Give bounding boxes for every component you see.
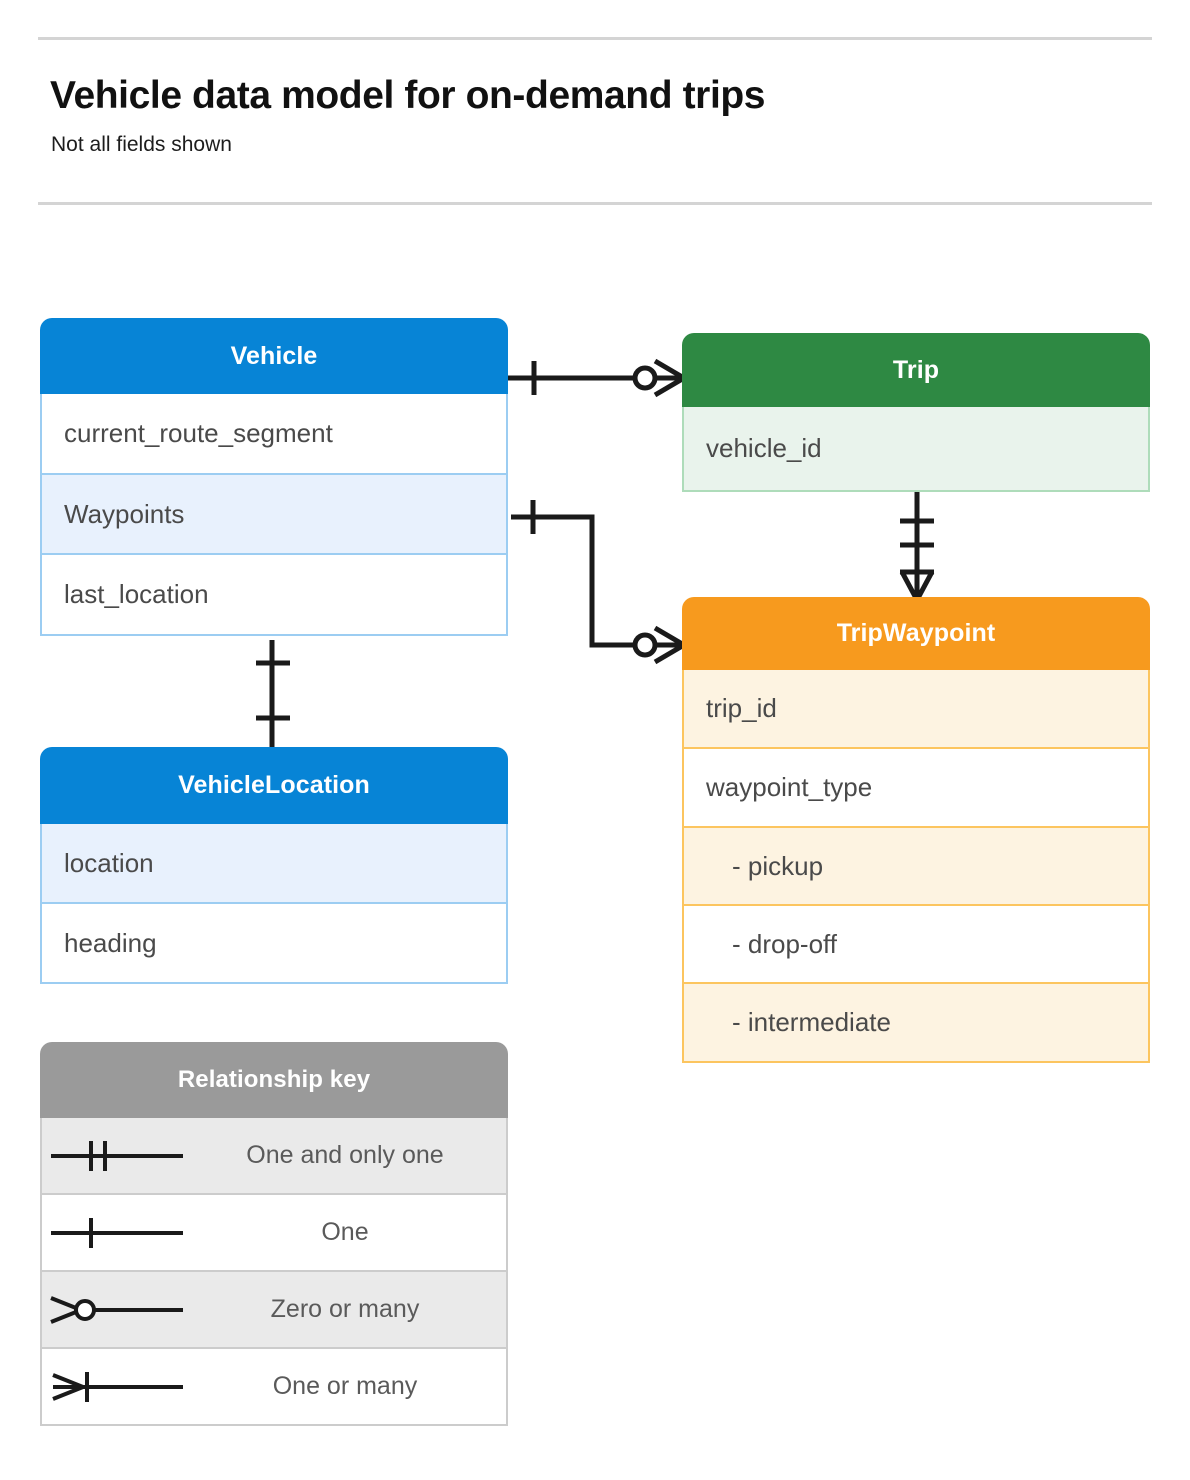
- vehicle-trip-crowfoot-upper: [653, 358, 686, 381]
- entity-tripwaypoint-title: TripWaypoint: [682, 597, 1150, 670]
- relationship-key-title: Relationship key: [40, 1042, 508, 1118]
- waypoints-crowfoot-upper: [653, 625, 686, 648]
- entity-tripwaypoint-value-drop-off[interactable]: - drop-off: [682, 906, 1150, 984]
- entity-tripwaypoint[interactable]: TripWaypoint trip_id waypoint_type - pic…: [682, 597, 1150, 1063]
- vehicle-trip-zero-circle: [632, 365, 658, 391]
- entity-vehiclelocation-field-heading[interactable]: heading: [40, 904, 508, 984]
- one-and-only-one-symbol: [42, 1136, 192, 1176]
- entity-vehiclelocation-title: VehicleLocation: [40, 747, 508, 824]
- legend-label-zero-or-many: Zero or many: [270, 1295, 420, 1323]
- entity-tripwaypoint-field-trip-id[interactable]: trip_id: [682, 670, 1150, 749]
- legend-label-one: One: [321, 1218, 369, 1246]
- entity-trip[interactable]: Trip vehicle_id: [682, 333, 1150, 492]
- entity-tripwaypoint-value-intermediate[interactable]: - intermediate: [682, 984, 1150, 1063]
- entity-trip-field-vehicle-id[interactable]: vehicle_id: [682, 407, 1150, 492]
- page-subtitle: Not all fields shown: [51, 133, 232, 156]
- legend-row-one-or-many: One or many: [40, 1349, 508, 1426]
- relationship-key-legend: Relationship key One and only one On: [40, 1042, 508, 1426]
- entity-vehicle-field-current-route-segment[interactable]: current_route_segment: [40, 394, 508, 475]
- entity-tripwaypoint-value-pickup[interactable]: - pickup: [682, 828, 1150, 906]
- header-divider-bottom: [38, 202, 1152, 205]
- entity-vehicle-field-waypoints[interactable]: Waypoints: [40, 475, 508, 555]
- one-symbol: [42, 1213, 192, 1253]
- waypoints-zero-circle: [632, 632, 658, 658]
- entity-trip-title: Trip: [682, 333, 1150, 407]
- legend-row-one-and-only-one: One and only one: [40, 1118, 508, 1195]
- entity-vehicle-title: Vehicle: [40, 318, 508, 394]
- tripwaypoint-crowfoot-left: [899, 570, 920, 602]
- waypoints-crowfoot-lower: [653, 642, 686, 665]
- entity-vehicle[interactable]: Vehicle current_route_segment Waypoints …: [40, 318, 508, 636]
- tripwaypoint-crowfoot-right: [914, 570, 935, 602]
- legend-row-zero-or-many: Zero or many: [40, 1272, 508, 1349]
- legend-label-one-and-only-one: One and only one: [246, 1141, 444, 1169]
- waypoints-tripwaypoint-line: [511, 514, 637, 648]
- entity-vehiclelocation[interactable]: VehicleLocation location heading: [40, 747, 508, 984]
- entity-vehicle-field-last-location[interactable]: last_location: [40, 555, 508, 636]
- legend-label-one-or-many: One or many: [272, 1372, 418, 1400]
- entity-tripwaypoint-field-waypoint-type[interactable]: waypoint_type: [682, 749, 1150, 828]
- zero-or-many-symbol: [42, 1290, 192, 1330]
- legend-row-one: One: [40, 1195, 508, 1272]
- one-or-many-symbol: [42, 1367, 192, 1407]
- vehicle-trip-crowfoot-lower: [653, 375, 686, 398]
- header-divider-top: [38, 37, 1152, 40]
- page-title: Vehicle data model for on-demand trips: [50, 74, 766, 117]
- entity-vehiclelocation-field-location[interactable]: location: [40, 824, 508, 904]
